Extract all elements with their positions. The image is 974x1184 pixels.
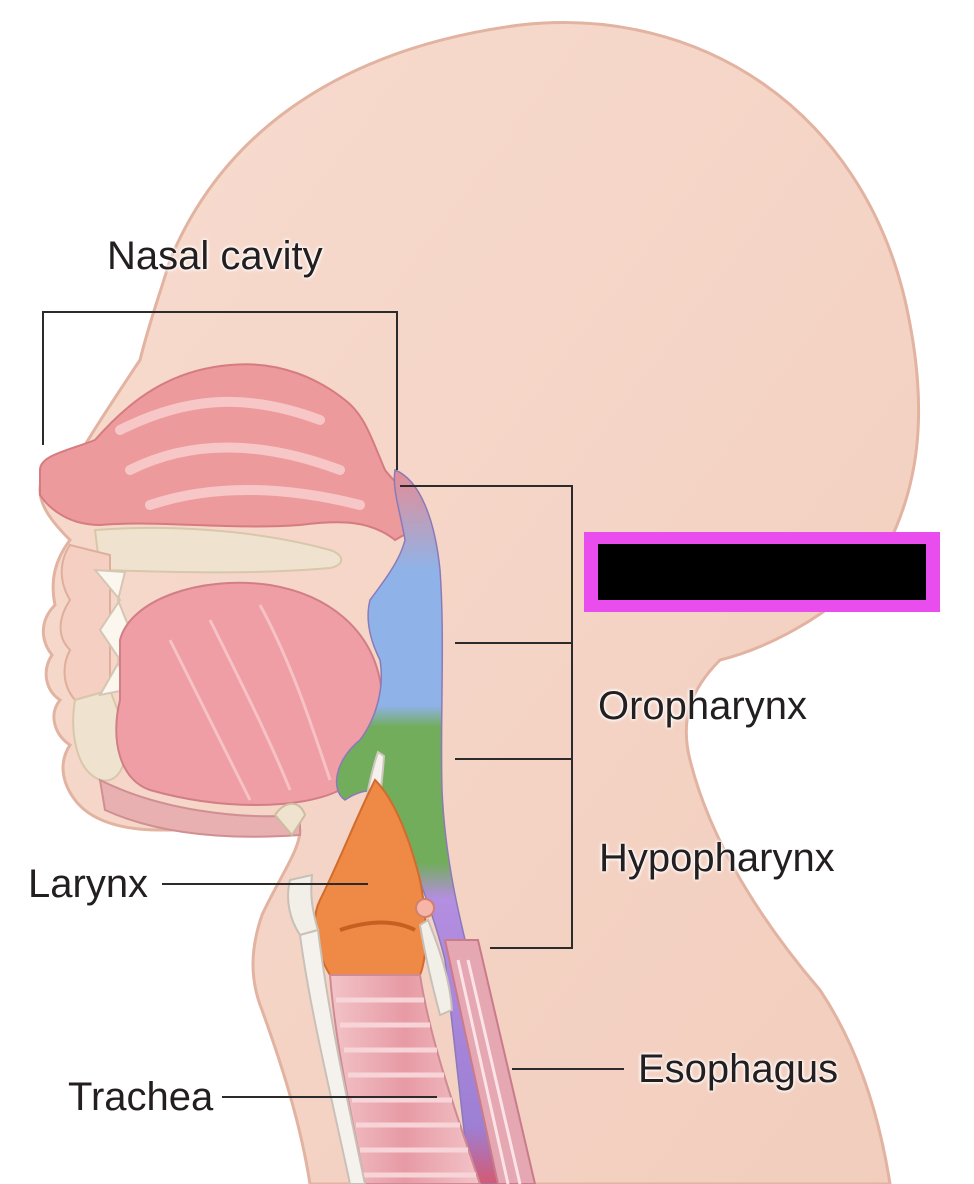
esophagus-stripes	[456, 959, 522, 1184]
label-nasal-cavity: Nasal cavity	[107, 234, 323, 278]
lips	[59, 543, 111, 702]
redacted-label	[598, 544, 926, 600]
arytenoid-cartilage	[415, 898, 435, 918]
label-oropharynx: Oropharynx	[598, 684, 807, 728]
label-esophagus: Esophagus	[638, 1047, 839, 1091]
trachea-rings	[336, 997, 476, 1178]
label-hypopharynx: Hypopharynx	[599, 836, 835, 880]
nasal-turbinate-lines	[115, 396, 365, 510]
label-larynx: Larynx	[28, 862, 149, 906]
vocal-fold-line	[339, 920, 416, 932]
redaction-box	[584, 532, 940, 612]
hyoid-bone	[273, 802, 307, 837]
tongue-fibers	[168, 604, 332, 801]
posterior-cartilage	[418, 918, 454, 1017]
pharynx-bracket	[400, 485, 573, 949]
hard-palate	[93, 526, 343, 574]
label-trachea: Trachea	[68, 1075, 214, 1119]
nasal-cavity-bracket	[42, 311, 398, 470]
floor-of-mouth	[98, 778, 301, 838]
